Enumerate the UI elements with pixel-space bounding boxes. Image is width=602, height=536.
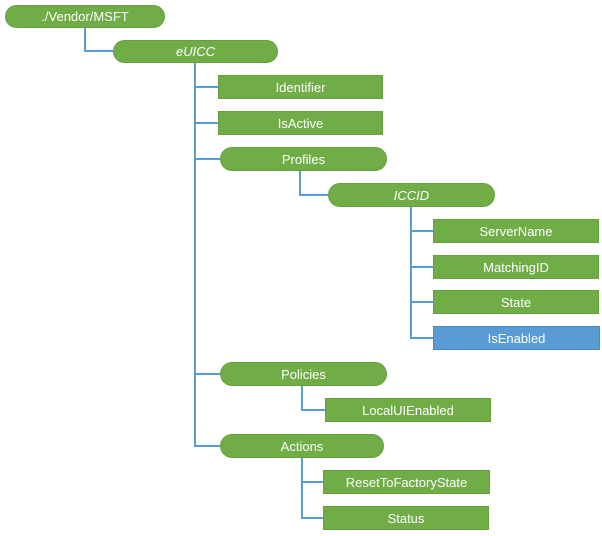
node-isenabled: IsEnabled (433, 326, 600, 350)
node-iccid: ICCID (328, 183, 495, 207)
node-policies: Policies (220, 362, 387, 386)
node-root: ./Vendor/MSFT (5, 5, 165, 28)
node-isenabled-label: IsEnabled (487, 330, 546, 346)
node-identifier-label: Identifier (275, 79, 326, 95)
node-matchingid-label: MatchingID (483, 259, 549, 275)
node-iccid-label: ICCID (393, 187, 430, 203)
node-resettofactorystate: ResetToFactoryState (323, 470, 490, 494)
node-localuienabled: LocalUIEnabled (325, 398, 491, 422)
node-policies-label: Policies (281, 366, 326, 382)
node-actions: Actions (220, 434, 384, 458)
node-isactive: IsActive (218, 111, 383, 135)
node-resettofactorystate-label: ResetToFactoryState (345, 474, 468, 490)
node-state-label: State (500, 294, 532, 310)
node-euicc-label: eUICC (175, 44, 215, 59)
node-matchingid: MatchingID (433, 255, 599, 279)
node-profiles-label: Profiles (281, 151, 326, 167)
node-isactive-label: IsActive (277, 115, 324, 131)
node-status-label: Status (387, 510, 425, 526)
node-actions-label: Actions (280, 438, 324, 454)
node-identifier: Identifier (218, 75, 383, 99)
node-state: State (433, 290, 599, 314)
node-status: Status (323, 506, 489, 530)
node-euicc: eUICC (113, 40, 278, 63)
node-profiles: Profiles (220, 147, 387, 171)
node-localuienabled-label: LocalUIEnabled (362, 402, 454, 418)
node-root-label: ./Vendor/MSFT (41, 9, 129, 24)
node-servername: ServerName (433, 219, 599, 243)
node-servername-label: ServerName (479, 223, 553, 239)
